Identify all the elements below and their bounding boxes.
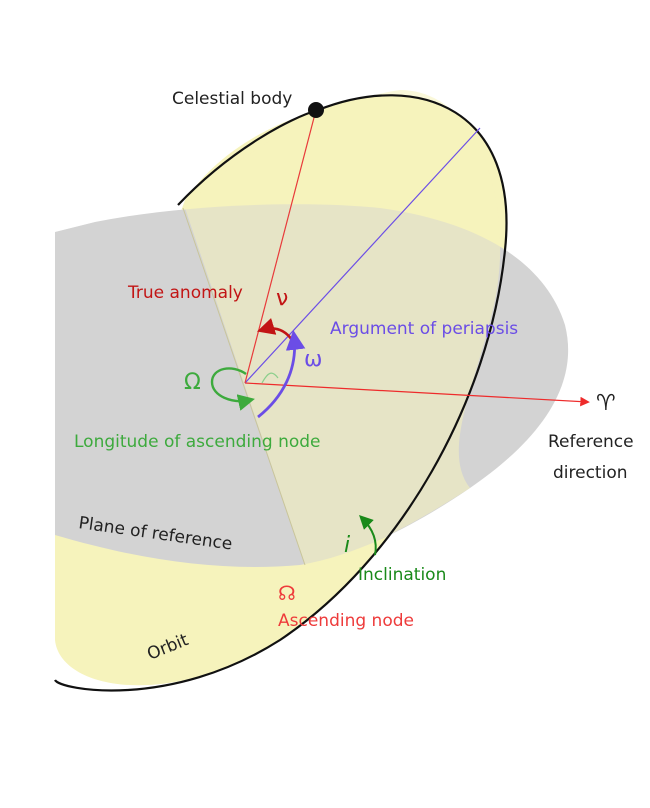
true-anomaly-label: True anomaly (127, 283, 243, 303)
argument-of-periapsis-label: Argument of periapsis (330, 319, 518, 339)
reference-direction-label-line1: Reference (548, 432, 634, 452)
periapsis-line (244, 127, 481, 384)
omega-capital-symbol: Ω (184, 370, 201, 395)
omega-small-symbol: ω (304, 347, 322, 372)
focus-small-arc (261, 372, 279, 384)
nu-symbol: ν (276, 286, 288, 311)
celestial-body-label: Celestial body (172, 89, 292, 109)
orbit-outline (54, 94, 508, 692)
body-radius-line (244, 109, 317, 384)
argument-of-periapsis-arc (257, 330, 306, 419)
celestial-body-dot (308, 102, 324, 118)
longitude-of-ascending-node-arc (210, 367, 255, 411)
longitude-of-ascending-node-label: Longitude of ascending node (74, 432, 321, 452)
inclination-label: Inclination (358, 565, 446, 585)
inclination-arc (359, 515, 377, 556)
aries-symbol: ♈ (596, 391, 616, 416)
ascending-node-symbol: ☊ (278, 581, 296, 605)
orbit-above-plane (185, 90, 501, 565)
line-of-nodes (182, 207, 306, 566)
reference-direction-line (244, 382, 590, 407)
reference-direction-label-line2: direction (553, 463, 628, 483)
ascending-node-label: Ascending node (278, 611, 414, 631)
inclination-symbol: i (344, 533, 350, 558)
